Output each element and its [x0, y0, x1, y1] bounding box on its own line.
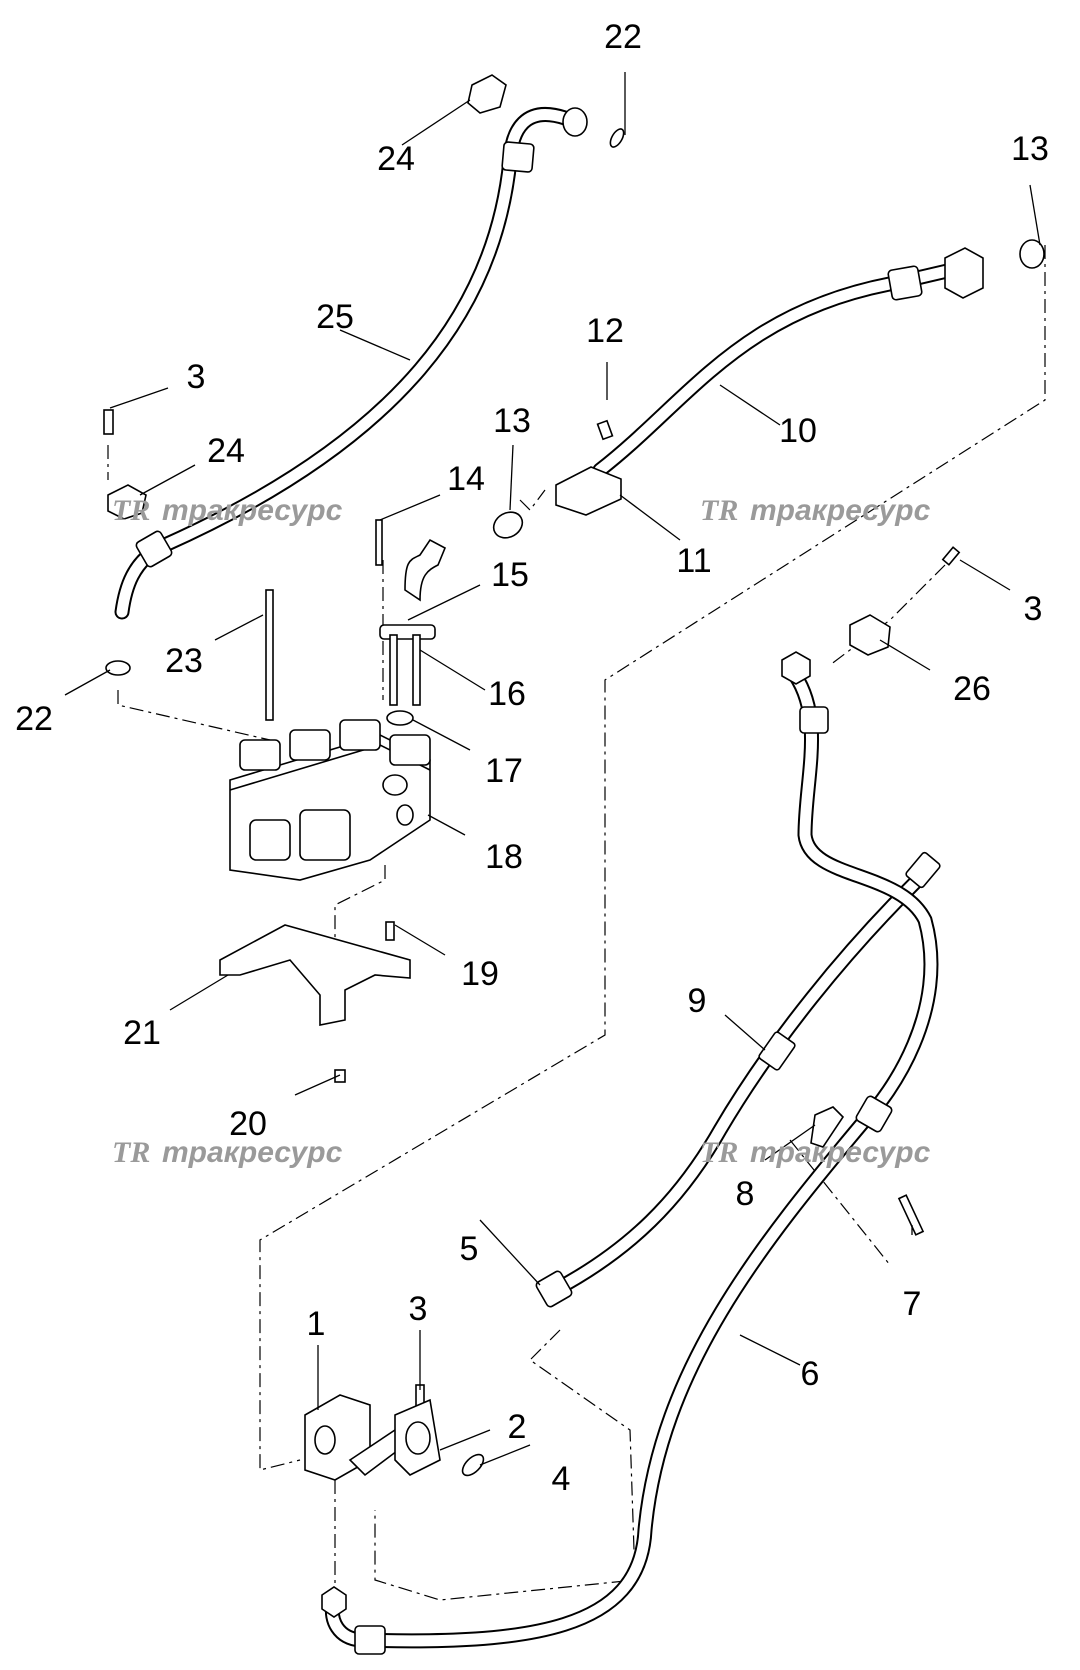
svg-text:TR: TR	[700, 1136, 738, 1169]
callout: 18	[485, 838, 523, 876]
callout: 26	[953, 670, 991, 708]
svg-text:TR: TR	[112, 494, 150, 527]
fittings-and-hardware	[103, 74, 1045, 1477]
svg-text:тракресурс: тракресурс	[162, 1136, 343, 1169]
callout: 17	[485, 752, 523, 790]
callout-labels: 22 24 13 25 12 3 13 10 24 14 11 15 3 23 …	[15, 18, 1049, 1498]
callout: 15	[491, 556, 529, 594]
leader-lines	[64, 72, 1041, 1466]
svg-text:тракресурс: тракресурс	[750, 1136, 931, 1169]
callout: 20	[229, 1105, 267, 1143]
callout: 14	[447, 460, 485, 498]
callout: 3	[187, 358, 206, 396]
watermark-2: TR тракресурс	[700, 494, 931, 527]
callout: 6	[801, 1355, 820, 1393]
watermark-4: TR тракресурс	[700, 1136, 931, 1169]
hose-25	[114, 107, 573, 620]
callout: 1	[307, 1305, 326, 1343]
callout: 5	[460, 1230, 479, 1268]
callout: 23	[165, 642, 203, 680]
svg-text:тракресурс: тракресурс	[162, 494, 343, 527]
callout: 22	[604, 18, 642, 56]
callout: 21	[123, 1014, 161, 1052]
callout: 11	[676, 542, 711, 580]
hose-10	[592, 260, 968, 478]
watermark-3: TR тракресурс	[112, 1136, 343, 1169]
callout: 13	[1011, 130, 1049, 168]
hose-6	[321, 651, 939, 1655]
callout: 22	[15, 700, 53, 738]
svg-text:TR: TR	[700, 494, 738, 527]
control-valve-18	[229, 719, 431, 881]
callout: 24	[207, 432, 245, 470]
callout: 10	[779, 412, 817, 450]
assembly-dash-lines	[107, 245, 1046, 1610]
callout: 3	[409, 1290, 428, 1328]
callout: 8	[736, 1175, 755, 1213]
callout: 24	[377, 140, 415, 178]
callout: 4	[552, 1460, 571, 1498]
callout: 13	[493, 402, 531, 440]
callout: 7	[903, 1285, 922, 1323]
svg-text:тракресурс: тракресурс	[750, 494, 931, 527]
svg-text:TR: TR	[112, 1136, 150, 1169]
hose-5	[535, 851, 941, 1308]
callout: 9	[688, 982, 707, 1020]
callout: 12	[586, 312, 624, 350]
callout: 25	[316, 298, 354, 336]
callout: 3	[1024, 590, 1043, 628]
watermark-1: TR тракресурс	[112, 494, 343, 527]
bracket-21	[219, 924, 411, 1026]
callout: 19	[461, 955, 499, 993]
valve-block-1	[304, 1394, 441, 1481]
callout: 16	[488, 675, 526, 713]
callout: 2	[508, 1408, 527, 1446]
